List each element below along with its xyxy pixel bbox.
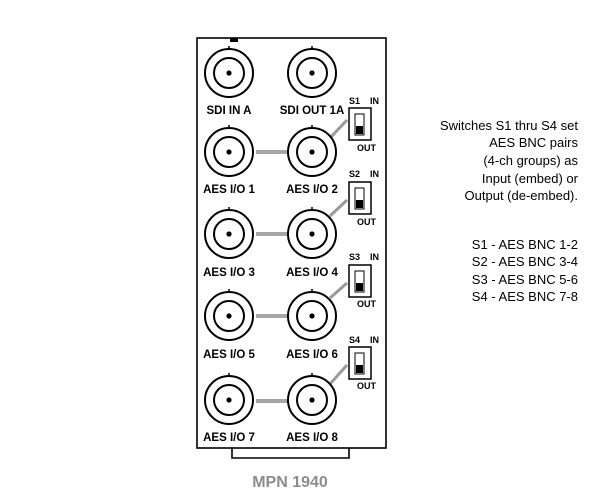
dip-switch-s1[interactable]: S1 IN OUT xyxy=(348,96,379,153)
connector-label-aes-io-8: AES I/O 8 xyxy=(286,432,338,444)
annotation-line: Switches S1 thru S4 set xyxy=(440,118,578,133)
switch-leader-line xyxy=(328,363,349,386)
pair-link-bar xyxy=(256,314,289,318)
bnc-connector-aes-io-8 xyxy=(287,373,337,425)
switch-slot-s4 xyxy=(354,352,365,375)
switch-in-label-s2: IN xyxy=(370,169,379,179)
mapping-line: S4 - AES BNC 7-8 xyxy=(472,289,578,304)
switch-out-label-s1: OUT xyxy=(357,143,377,153)
bnc-connector-sdi-in-a xyxy=(204,46,254,98)
connector-label-sdi-out-1a: SDI OUT 1A xyxy=(280,105,345,117)
bnc-connector-aes-io-4 xyxy=(287,207,337,259)
connector-label-aes-io-4: AES I/O 4 xyxy=(286,267,338,279)
switch-actuator-s2[interactable] xyxy=(356,200,363,208)
connector-label-aes-io-6: AES I/O 6 xyxy=(286,349,338,361)
switch-in-label-s1: IN xyxy=(370,96,379,106)
switch-actuator-s1[interactable] xyxy=(356,126,363,134)
connector-label-aes-io-7: AES I/O 7 xyxy=(203,432,255,444)
annotation-line: (4-ch groups) as xyxy=(483,153,578,168)
switch-leader-line xyxy=(328,118,349,140)
panel-bottom-tab xyxy=(231,448,350,459)
switch-name-s4: S4 xyxy=(349,335,360,345)
connector-label-sdi-in-a: SDI IN A xyxy=(207,105,252,117)
connector-label-aes-io-1: AES I/O 1 xyxy=(203,184,255,196)
connector-label-aes-io-3: AES I/O 3 xyxy=(203,267,255,279)
bnc-connector-aes-io-2 xyxy=(287,125,337,177)
switch-annotation: Switches S1 thru S4 set AES BNC pairs (4… xyxy=(440,118,579,203)
switch-in-label-s3: IN xyxy=(370,252,379,262)
dip-switch-s3[interactable]: S3 IN OUT xyxy=(348,252,379,309)
pair-link-bar xyxy=(256,399,289,403)
bnc-connector-aes-io-7 xyxy=(204,373,254,425)
switch-slot-s1 xyxy=(354,113,365,136)
switch-out-label-s4: OUT xyxy=(357,381,377,391)
bnc-connector-aes-io-1 xyxy=(204,125,254,177)
bnc-connector-aes-io-6 xyxy=(287,289,337,341)
switch-slot-s3 xyxy=(354,270,365,293)
panel-top-notch xyxy=(230,38,238,42)
switch-out-label-s2: OUT xyxy=(357,217,377,227)
connector-label-aes-io-2: AES I/O 2 xyxy=(286,184,338,196)
switch-in-label-s4: IN xyxy=(370,335,379,345)
pair-link-bar xyxy=(256,150,289,154)
switch-out-label-s3: OUT xyxy=(357,299,377,309)
annotation-line: Input (embed) or xyxy=(482,171,579,186)
bnc-connector-aes-io-5 xyxy=(204,289,254,341)
switch-name-s3: S3 xyxy=(349,252,360,262)
switch-actuator-s4[interactable] xyxy=(356,365,363,373)
switch-mapping-list: S1 - AES BNC 1-2 S2 - AES BNC 3-4 S3 - A… xyxy=(472,237,578,304)
mapping-line: S1 - AES BNC 1-2 xyxy=(472,237,578,252)
annotation-line: Output (de-embed). xyxy=(465,188,578,203)
mapping-line: S3 - AES BNC 5-6 xyxy=(472,272,578,287)
switch-slot-s2 xyxy=(354,187,365,210)
switch-leader-line xyxy=(328,198,349,218)
switch-name-s2: S2 xyxy=(349,169,360,179)
switch-name-s1: S1 xyxy=(349,96,360,106)
connector-label-aes-io-5: AES I/O 5 xyxy=(203,349,255,361)
dip-switch-s4[interactable]: S4 IN OUT xyxy=(348,335,379,391)
pair-link-bar xyxy=(256,232,289,236)
bnc-connector-sdi-out-1a xyxy=(287,46,337,98)
switch-actuator-s3[interactable] xyxy=(356,283,363,291)
switch-leader-line xyxy=(329,281,348,300)
dip-switch-s2[interactable]: S2 IN OUT xyxy=(348,169,379,227)
model-number: MPN 1940 xyxy=(252,474,328,491)
bnc-connector-aes-io-3 xyxy=(204,207,254,259)
mapping-line: S2 - AES BNC 3-4 xyxy=(472,254,578,269)
annotation-line: AES BNC pairs xyxy=(489,135,578,150)
